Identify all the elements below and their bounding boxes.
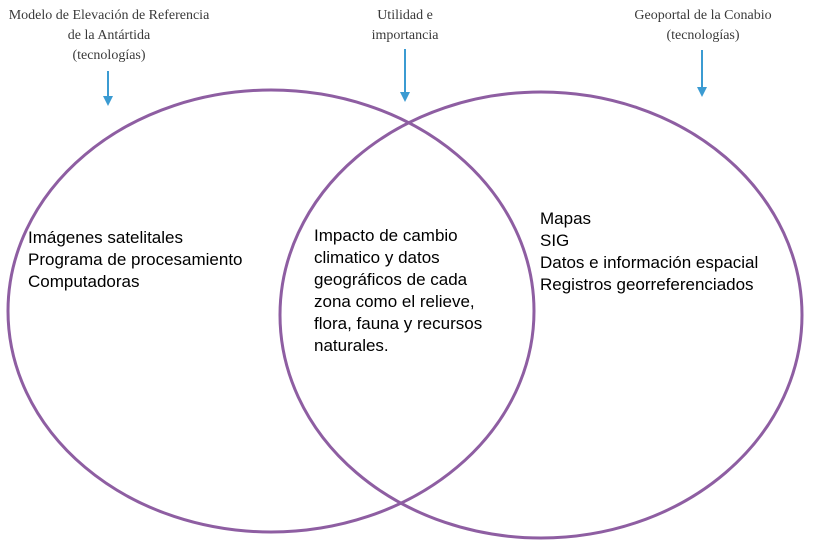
list-item: Impacto de cambio	[314, 226, 458, 245]
left-set-title-line: (tecnologías)	[72, 48, 146, 63]
overlap-items: Impacto de cambio climatico y datos geog…	[314, 225, 482, 357]
list-item: geográficos de cada	[314, 270, 468, 289]
list-item: SIG	[540, 231, 570, 250]
list-item: Registros georreferenciados	[540, 275, 754, 294]
left-circle	[6, 88, 536, 534]
right-set-title: Geoportal de la Conabio (tecnologías)	[610, 6, 796, 46]
list-item: Computadoras	[28, 272, 140, 291]
list-item: flora, fauna y recursos	[314, 314, 483, 333]
left-set-items: Imágenes satelitales Programa de procesa…	[28, 227, 243, 293]
list-item: Mapas	[540, 209, 592, 228]
down-arrow-icon	[697, 50, 707, 97]
overlap-title: Utilidad e importancia	[355, 6, 455, 46]
list-item: Datos e información espacial	[540, 253, 759, 272]
right-set-items: Mapas SIG Datos e información espacial R…	[540, 208, 758, 296]
left-set-title: Modelo de Elevación de Referencia de la …	[6, 6, 212, 66]
right-set-title-line: (tecnologías)	[666, 28, 740, 43]
right-set-title-line: Geoportal de la Conabio	[634, 8, 772, 23]
overlap-title-line: Utilidad e	[377, 8, 433, 23]
left-set-title-line: de la Antártida	[67, 28, 151, 43]
list-item: naturales.	[314, 336, 389, 355]
list-item: Programa de procesamiento	[28, 250, 243, 269]
list-item: zona como el relieve,	[314, 292, 475, 311]
right-circle	[278, 90, 804, 540]
list-item: climatico y datos	[314, 248, 440, 267]
down-arrow-icon	[400, 49, 410, 102]
overlap-title-line: importancia	[371, 28, 439, 43]
list-item: Imágenes satelitales	[28, 228, 183, 247]
down-arrow-icon	[103, 71, 113, 106]
left-set-title-line: Modelo de Elevación de Referencia	[8, 8, 210, 23]
